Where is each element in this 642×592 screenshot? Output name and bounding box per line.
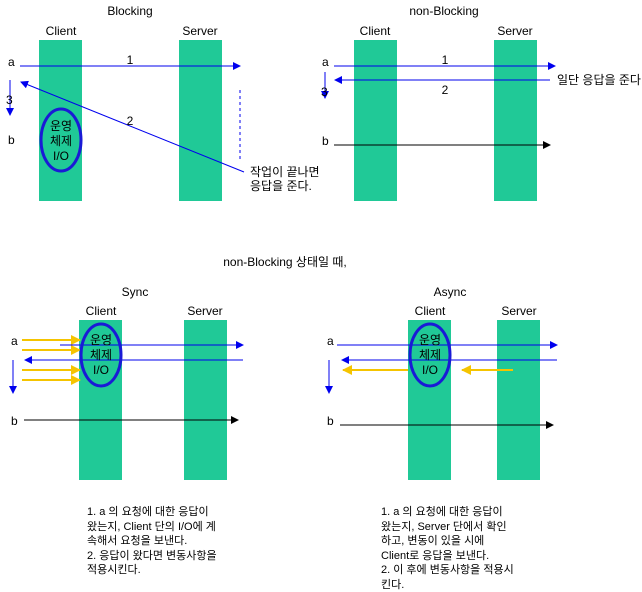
async-server-label: Server [501,304,536,318]
nonblocking-server-column [494,40,537,201]
async-client-label: Client [415,304,446,318]
async-title: Async [434,285,467,299]
sync-row-b-label: b [11,414,18,428]
nonblocking-row-b-label: b [322,134,329,148]
blocking-step2-label: 2 [127,114,134,128]
async-client-column [408,320,451,480]
nonblocking-row-a-label: a [322,55,329,69]
blocking-note-line2: 응답을 준다. [250,179,312,193]
sync-client-column [79,320,122,480]
blocking-os-line2: 체제 [50,134,72,148]
blocking-server-label: Server [182,24,217,38]
blocking-title: Blocking [107,4,152,18]
async-os-io-ellipse [408,322,452,388]
sync-server-label: Server [187,304,222,318]
sync-title: Sync [122,285,149,299]
blocking-row-b-label: b [8,133,15,147]
blocking-client-label: Client [46,24,77,38]
async-description: 1. a 의 요청에 대한 응답이 왔는지, Server 단에서 확인 하고,… [381,506,514,591]
blocking-os-line1: 운영 [50,119,72,133]
sync-os-line1: 운영 [90,333,112,347]
sync-server-column [184,320,227,480]
async-os-line3: I/O [422,363,438,377]
sync-panel: Sync Client Server a b 운영 체제 I/O [9,285,244,480]
async-panel: Async Client Server a b 운영 체제 I/O [325,285,558,480]
sync-description: 1. a 의 요청에 대한 응답이 왔는지, Client 단의 I/O에 계 … [87,506,217,576]
nonblocking-note: 일단 응답을 준다. [557,73,642,87]
nonblocking-step3-label: 3 [321,85,328,99]
nonblocking-server-label: Server [497,24,532,38]
sync-os-line2: 체제 [90,348,112,362]
sync-row-a-label: a [11,334,18,348]
blocking-row-a-label: a [8,55,15,69]
blocking-panel: Blocking Client Server a b 1 2 3 운영 체제 I… [6,4,320,201]
sync-client-label: Client [86,304,117,318]
async-os-line2: 체제 [419,348,441,362]
blocking-step3-label: 3 [6,93,13,107]
blocking-os-io-ellipse [39,107,83,173]
sync-os-line3: I/O [93,363,109,377]
async-row-b-label: b [327,414,334,428]
async-server-column [497,320,540,480]
nonblocking-client-column [354,40,397,201]
nonblocking-panel: non-Blocking Client Server a b 1 2 일단 응답… [321,4,642,201]
nonblocking-step2-label: 2 [442,83,449,97]
async-os-line1: 운영 [419,333,441,347]
blocking-step1-label: 1 [127,53,134,67]
blocking-note-line1: 작업이 끝나면 [250,165,320,179]
nonblocking-client-label: Client [360,24,391,38]
section-title: non-Blocking 상태일 때, [223,255,347,269]
nonblocking-title: non-Blocking [409,4,478,18]
async-row-a-label: a [327,334,334,348]
nonblocking-step1-label: 1 [442,53,449,67]
sync-os-io-ellipse [79,322,123,388]
blocking-server-column [179,40,222,201]
blocking-os-line3: I/O [53,149,69,163]
blocking-response-arrow [20,80,245,173]
